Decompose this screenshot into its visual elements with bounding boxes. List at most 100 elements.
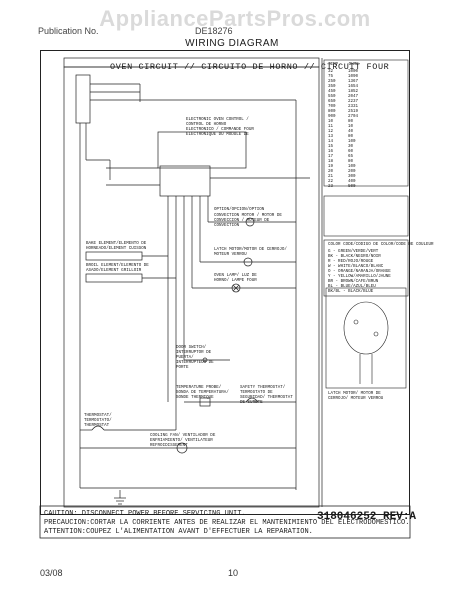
- watermark: AppliancePartsPros.com: [99, 6, 371, 31]
- latch-label: LATCH MOTOR/MOTOR DE CERROJO/ MOTEUR VER…: [214, 248, 287, 257]
- cooling-fan-label: COOLING FAN/ VENTILADOR DE ENFRIAMIENTO/…: [150, 434, 216, 448]
- probe-temp-cell: 18: [328, 160, 334, 164]
- brand-text: Publication No.: [38, 26, 99, 36]
- probe-ohms-cell: 80: [348, 120, 354, 124]
- probe-ohms-cell: 10: [348, 125, 354, 129]
- probe-row: 32 1000: [328, 70, 358, 75]
- probe-temp-cell: 14: [328, 140, 334, 144]
- probe-ohms-cell: 400: [348, 180, 356, 184]
- terminal-block: [75, 74, 91, 124]
- oven-control-board: [157, 131, 247, 169]
- latch-motor-label: LATCH MOTOR/ MOTOR DE CERROJO/ MOTEUR VE…: [328, 392, 384, 401]
- oven-lamp-label: OVEN LAMP/ LUZ DE HORNO/ LAMPE FOUR: [214, 274, 257, 283]
- probe-ohms-cell: 100: [348, 140, 356, 144]
- probe-temp-cell: 17: [328, 155, 334, 159]
- probe-temp-cell: 800: [328, 110, 336, 114]
- probe-temp-cell: 650: [328, 100, 336, 104]
- model-text: DE18276: [195, 26, 233, 36]
- safety-thermostat-label: SAFETY THERMOSTAT/ TERMOSTATO DE SEGURID…: [240, 386, 293, 405]
- probe-col-ohms: OHMS: [348, 63, 359, 67]
- probe-temp-cell: 23: [328, 185, 334, 189]
- footer-date: 03/08: [40, 568, 63, 578]
- probe-row: 19 100: [328, 165, 358, 170]
- probe-ohms-cell: 60: [348, 150, 354, 154]
- color-code-item: O - ORANGE/NARANJA/ORANGE: [328, 270, 391, 274]
- probe-table-header: TEMP OHMS: [328, 63, 359, 68]
- probe-ohms-cell: 2331: [348, 105, 359, 109]
- probe-col-temp: TEMP: [328, 63, 339, 67]
- notes-frame: [323, 195, 409, 237]
- probe-row: 450 1852: [328, 90, 358, 95]
- probe-row: 700 2331: [328, 105, 358, 110]
- probe-ohms-cell: 65: [348, 155, 354, 159]
- color-code-item: R - RED/ROJO/ROUGE: [328, 260, 374, 264]
- probe-ohms-cell: 2047: [348, 95, 359, 99]
- probe-ohms-cell: 80: [348, 160, 354, 164]
- probe-ohms-cell: 40: [348, 130, 354, 134]
- color-code-item: Y - YELLOW/AMARILLO/JAUNE: [328, 275, 391, 279]
- probe-temp-cell: 22: [328, 180, 334, 184]
- probe-temp-cell: 32: [328, 70, 334, 74]
- probe-temp-cell: 21: [328, 175, 334, 179]
- color-code-item: BR - BROWN/CAFE/BRUN: [328, 280, 379, 284]
- color-code-item: W - WHITE/BLANCO/BLANC: [328, 265, 384, 269]
- probe-temp-cell: 75: [328, 75, 334, 79]
- relay-block: [159, 165, 211, 197]
- probe-ohms-cell: 2237: [348, 100, 359, 104]
- probe-temp-cell: 16: [328, 150, 334, 154]
- caution-line-3: ATTENTION:COUPEZ L'ALIMENTATION AVANT D'…: [44, 528, 313, 536]
- probe-row: 550 2047: [328, 95, 358, 100]
- temp-probe-label: TEMPERATURE PROBE/ SONDA DE TEMPERATURA/…: [176, 386, 229, 400]
- probe-row: 650 2237: [328, 100, 358, 105]
- probe-row: 22 400: [328, 180, 358, 185]
- probe-ohms-cell: 1000: [348, 70, 359, 74]
- broil-element-box: [85, 273, 143, 283]
- color-code-frame: [323, 239, 409, 297]
- convection-motor-label: CONVECTION MOTOR / MOTOR DE CONVECCION /…: [214, 214, 282, 228]
- color-code-item: BK - BLACK/NEGRO/NOIR: [328, 255, 381, 259]
- control-label: ELECTRONIC OVEN CONTROL / CONTROL DE HOR…: [186, 118, 254, 137]
- door-switch-label: DOOR SWITCH/ INTERRUPTOR DE PUERTA/ INTE…: [176, 346, 214, 370]
- thermostat-label: THERMOSTAT/ TERMOSTATO/ THERMOSTAT: [84, 414, 112, 428]
- probe-temp-cell: 450: [328, 90, 336, 94]
- probe-row: 12 40: [328, 130, 358, 135]
- probe-ohms-cell: 2519: [348, 110, 359, 114]
- probe-row: 14 100: [328, 140, 358, 145]
- color-code-item: BK/BL - BLACK/BLUE: [328, 290, 374, 294]
- probe-temp-cell: 550: [328, 95, 336, 99]
- probe-temp-cell: 13: [328, 135, 334, 139]
- probe-temp-cell: 19: [328, 165, 334, 169]
- probe-ohms-cell: 2704: [348, 115, 359, 119]
- circuit-box: [63, 66, 320, 508]
- probe-ohms-cell: 1654: [348, 85, 359, 89]
- probe-temp-cell: 11: [328, 125, 334, 129]
- bake-element-box: [85, 251, 143, 261]
- color-code-title: COLOR CODE/CODIGO DE COLOR/CODE DE COULE…: [328, 243, 434, 247]
- probe-temp-cell: 15: [328, 145, 334, 149]
- diagram-title: WIRING DIAGRAM: [185, 38, 279, 49]
- motor-box: [325, 287, 407, 389]
- probe-table-frame: [323, 59, 409, 187]
- caution-line-2: PRECAUCION:CORTAR LA CORRIENTE ANTES DE …: [44, 519, 410, 527]
- probe-row: 800 2519: [328, 110, 358, 115]
- probe-temp-cell: 20: [328, 170, 334, 174]
- probe-ohms-cell: 1090: [348, 75, 359, 79]
- probe-temp-cell: 250: [328, 80, 336, 84]
- probe-ohms-cell: 1852: [348, 90, 359, 94]
- probe-temp-cell: 700: [328, 105, 336, 109]
- probe-temp-cell: 12: [328, 130, 334, 134]
- caution-line-1: CAUTION: DISCONNECT POWER BEFORE SERVICI…: [44, 510, 246, 518]
- probe-ohms-cell: 100: [348, 165, 356, 169]
